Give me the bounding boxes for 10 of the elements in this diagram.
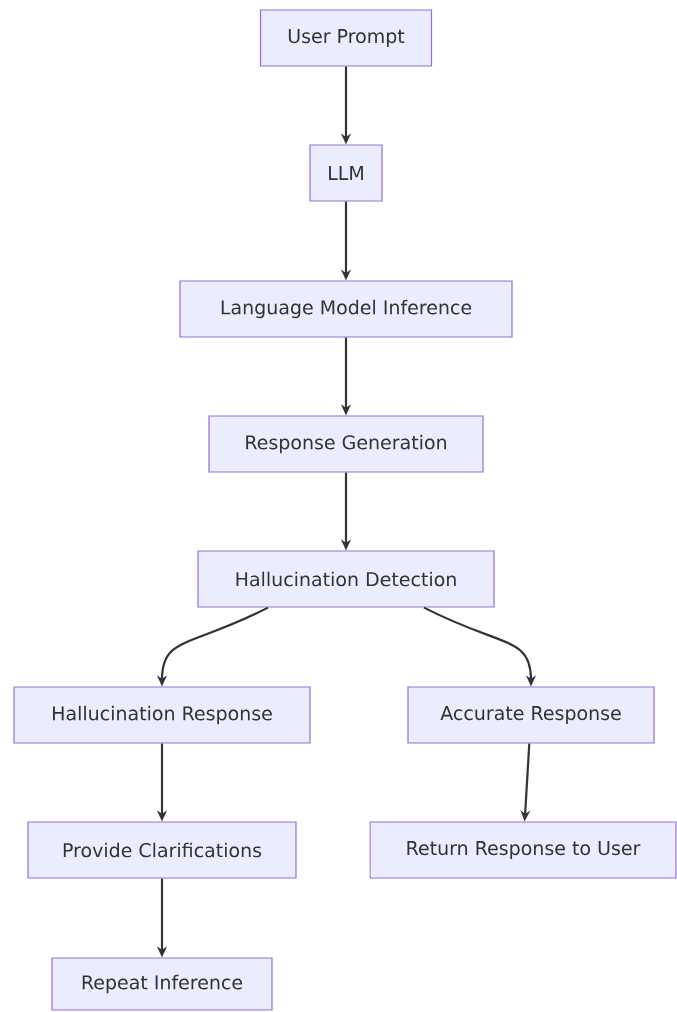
process-box: Repeat Inference [51, 957, 273, 1011]
process-box: LLM [309, 144, 383, 202]
process-box: Language Model Inference [179, 280, 513, 338]
process-box: Response Generation [208, 415, 484, 473]
process-box: Provide Clarifications [27, 821, 297, 879]
process-box: Accurate Response [407, 686, 655, 744]
process-box: Hallucination Detection [197, 550, 495, 608]
process-box: Return Response to User [369, 821, 677, 879]
process-box: Hallucination Response [13, 686, 311, 744]
process-box: User Prompt [259, 9, 433, 67]
